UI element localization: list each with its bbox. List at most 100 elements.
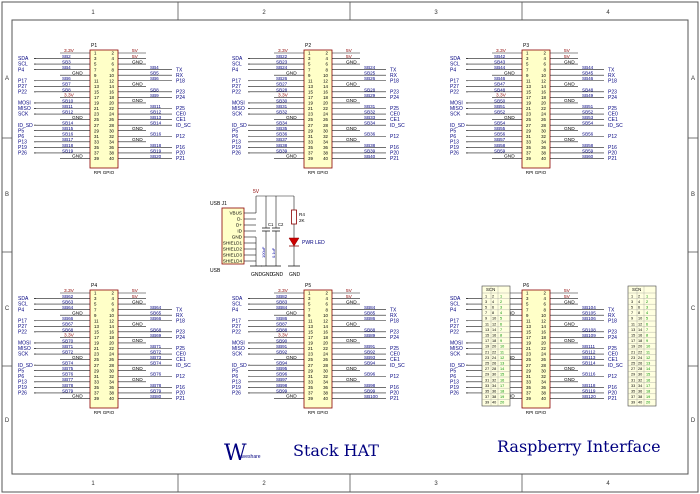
- signal-label-right: P20: [390, 391, 399, 397]
- switch-row-sw: 7: [646, 328, 648, 332]
- switch-row-sw: 18: [500, 390, 504, 394]
- logo-subtext: aveshare: [240, 454, 261, 460]
- signal-label-right: P23: [176, 89, 185, 95]
- pin-number: 2: [326, 51, 329, 56]
- grid-row-label-left: C: [5, 306, 10, 312]
- signal-label-left: P5: [18, 368, 24, 374]
- switch-net-left: SB88: [276, 327, 288, 332]
- signal-label-right: P16: [390, 385, 399, 391]
- signal-label-right: RX: [608, 313, 616, 319]
- signal-label-right: ID_SC: [608, 363, 623, 369]
- switch-row-a: 37: [485, 395, 489, 399]
- power-label-right: GND: [564, 299, 575, 305]
- pin-number: 39: [308, 156, 313, 161]
- pin-number: 21: [526, 346, 531, 351]
- signal-label-left: P6: [18, 374, 24, 380]
- pin-number: 33: [526, 379, 531, 384]
- switch-row-b: 32: [638, 378, 642, 382]
- signal-label-right: TX: [176, 67, 183, 73]
- switch-row-a: 23: [631, 356, 635, 360]
- signal-label-right: CE0: [176, 112, 186, 118]
- switch-row-b: 28: [492, 367, 496, 371]
- switch-row-a: 11: [485, 322, 489, 326]
- pin-number: 3: [94, 296, 97, 301]
- header-body: [521, 49, 551, 169]
- pin-number: 4: [112, 56, 115, 61]
- signal-label-left: MOSI: [18, 341, 31, 347]
- pin-number: 23: [308, 112, 313, 117]
- power-label-left: GND: [286, 310, 297, 316]
- signal-label-left: SCL: [450, 302, 460, 308]
- switch-row-sw: 5: [500, 317, 502, 321]
- switch-net-left: SB54: [494, 121, 506, 126]
- pin-number: 25: [94, 117, 99, 122]
- pin-number: 22: [109, 346, 114, 351]
- switch-net-left: SB4: [62, 65, 71, 70]
- signal-label-right: P25: [608, 106, 617, 112]
- switch-row-a: 21: [631, 350, 635, 354]
- pin-number: 12: [109, 78, 114, 83]
- switch-row-sw: 18: [646, 390, 650, 394]
- switch-row-sw: 15: [646, 373, 650, 377]
- pin-number: 4: [112, 296, 115, 301]
- pin-number: 31: [94, 134, 99, 139]
- signal-label-right: P24: [608, 335, 617, 341]
- signal-label-right: ID_SC: [390, 123, 405, 129]
- signal-label-right: P16: [176, 385, 185, 391]
- switch-net-left: SB8: [62, 87, 71, 92]
- pin-number: 5: [94, 302, 97, 307]
- pin-number: 19: [526, 101, 531, 106]
- signal-label-left: P4: [450, 67, 456, 73]
- power-label-right: GND: [132, 59, 143, 65]
- power-label-right: 5V: [346, 54, 353, 60]
- pin-number: 22: [323, 346, 328, 351]
- switch-net-right: SB20: [150, 154, 162, 159]
- pin-number: 35: [94, 145, 99, 150]
- switch-net-left: SB52: [494, 109, 506, 114]
- signal-label-left: ID_SD: [18, 123, 33, 129]
- pin-number: 40: [541, 396, 546, 401]
- switch-row-a: 27: [631, 367, 635, 371]
- switch-net-right: SB36: [364, 132, 376, 137]
- signal-label-left: P22: [232, 329, 241, 335]
- signal-label-left: P4: [232, 307, 238, 313]
- signal-label-right: P21: [608, 156, 617, 162]
- signal-label-left: P4: [18, 307, 24, 313]
- switch-net-right: SB66: [150, 316, 162, 321]
- signal-label-left: P26: [450, 391, 459, 397]
- switch-net-left: SB38: [276, 143, 288, 148]
- switch-row-sw: 12: [500, 356, 504, 360]
- resistor-body: [291, 209, 297, 225]
- power-label-right: 5V: [564, 54, 571, 60]
- switch-row-sw: 11: [646, 350, 650, 354]
- pin-number: 9: [526, 73, 529, 78]
- switch-row-b: 2: [492, 294, 494, 298]
- switch-row-sw: 3: [646, 306, 648, 310]
- signal-label-left: P5: [232, 128, 238, 134]
- signal-label-left: SCK: [450, 112, 461, 118]
- switch-net-left: SB98: [276, 383, 288, 388]
- switch-row-b: 12: [492, 322, 496, 326]
- switch-net-left: SB37: [276, 137, 288, 142]
- switch-row-b: 18: [638, 339, 642, 343]
- switch-row-a: 7: [485, 311, 487, 315]
- header-body: [303, 289, 333, 409]
- pin-number: 12: [323, 318, 328, 323]
- signal-label-left: ID_SD: [450, 123, 465, 129]
- switch-net-right: SB40: [364, 154, 376, 159]
- pin-number: 32: [541, 134, 546, 139]
- pin-number: 3: [308, 296, 311, 301]
- signal-label-right: P16: [608, 145, 617, 151]
- switch-net-left: SB43: [494, 60, 506, 65]
- signal-label-right: CE1: [390, 357, 400, 363]
- signal-label-left: MISO: [232, 106, 245, 112]
- pin-number: 20: [323, 101, 328, 106]
- signal-label-right: P16: [390, 145, 399, 151]
- signal-label-right: CE0: [176, 352, 186, 358]
- signal-label-right: P21: [390, 156, 399, 162]
- switch-net-right: SB65: [150, 311, 162, 316]
- pin-number: 7: [526, 307, 529, 312]
- signal-label-left: MISO: [450, 106, 463, 112]
- pin-number: 16: [323, 329, 328, 334]
- switch-net-left: SB68: [62, 327, 74, 332]
